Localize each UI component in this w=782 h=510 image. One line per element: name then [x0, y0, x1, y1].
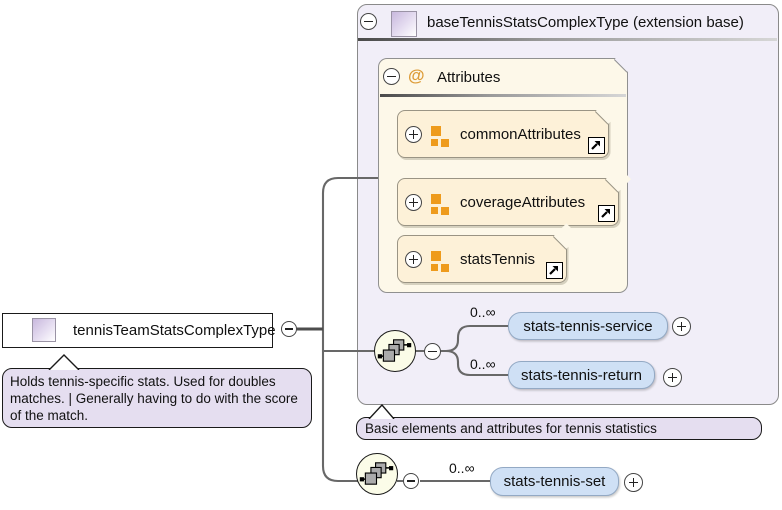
- attribute-group-icon: [431, 194, 449, 215]
- attribute-name-label: statsTennis: [460, 251, 536, 268]
- collapse-base-type-button[interactable]: [360, 13, 377, 30]
- complex-type-icon: [32, 318, 56, 342]
- sequence-icon: [377, 339, 412, 362]
- attribute-name-label: commonAttributes: [460, 126, 581, 143]
- element-stats-tennis-service[interactable]: stats-tennis-service: [508, 312, 668, 340]
- attributes-header-separator: [380, 94, 626, 97]
- jump-to-definition-icon[interactable]: [546, 262, 563, 279]
- attribute-group-icon: [431, 126, 449, 147]
- attribute-group-icon: [431, 251, 449, 272]
- sequence-compositor[interactable]: [356, 453, 398, 495]
- expand-attribute-button[interactable]: [405, 251, 422, 268]
- collapse-sequence-button[interactable]: [403, 473, 419, 489]
- sequence-icon: [359, 462, 394, 485]
- collapse-attributes-button[interactable]: [383, 68, 400, 85]
- main-type-annotation: Holds tennis-specific stats. Used for do…: [2, 368, 312, 428]
- complex-type-icon: [391, 11, 417, 37]
- attribute-name-label: coverageAttributes: [460, 194, 586, 211]
- expand-element-button[interactable]: [624, 473, 643, 492]
- attributes-group-label: Attributes: [437, 69, 501, 86]
- occurrence-label: 0..∞: [470, 304, 496, 320]
- base-type-header-separator: [358, 38, 777, 41]
- main-type-box[interactable]: tennisTeamStatsComplexType: [2, 313, 276, 348]
- attribute-item-commonattributes[interactable]: commonAttributes: [397, 110, 609, 158]
- occurrence-label: 0..∞: [470, 356, 496, 372]
- main-type-title: tennisTeamStatsComplexType: [73, 322, 276, 339]
- collapse-sequence-button[interactable]: [424, 343, 441, 360]
- jump-to-definition-icon[interactable]: [598, 205, 615, 222]
- attribute-item-statstennis[interactable]: statsTennis: [397, 235, 567, 283]
- element-stats-tennis-set[interactable]: stats-tennis-set: [490, 467, 619, 496]
- expand-attribute-button[interactable]: [405, 126, 422, 143]
- collapse-main-type-button[interactable]: [281, 321, 297, 337]
- expand-attribute-button[interactable]: [405, 194, 422, 211]
- sequence-compositor[interactable]: [374, 330, 416, 372]
- expand-element-button[interactable]: [672, 317, 691, 336]
- base-type-title: baseTennisStatsComplexType (extension ba…: [427, 14, 744, 31]
- annotation-pointer: [48, 354, 80, 370]
- at-sign-icon: @: [408, 66, 425, 85]
- element-stats-tennis-return[interactable]: stats-tennis-return: [508, 361, 655, 389]
- occurrence-label: 0..∞: [449, 460, 475, 476]
- annotation-pointer: [368, 404, 395, 419]
- jump-to-definition-icon[interactable]: [588, 137, 605, 154]
- attribute-item-coverageattributes[interactable]: coverageAttributes: [397, 178, 619, 226]
- base-type-annotation: Basic elements and attributes for tennis…: [356, 417, 762, 440]
- expand-element-button[interactable]: [663, 368, 682, 387]
